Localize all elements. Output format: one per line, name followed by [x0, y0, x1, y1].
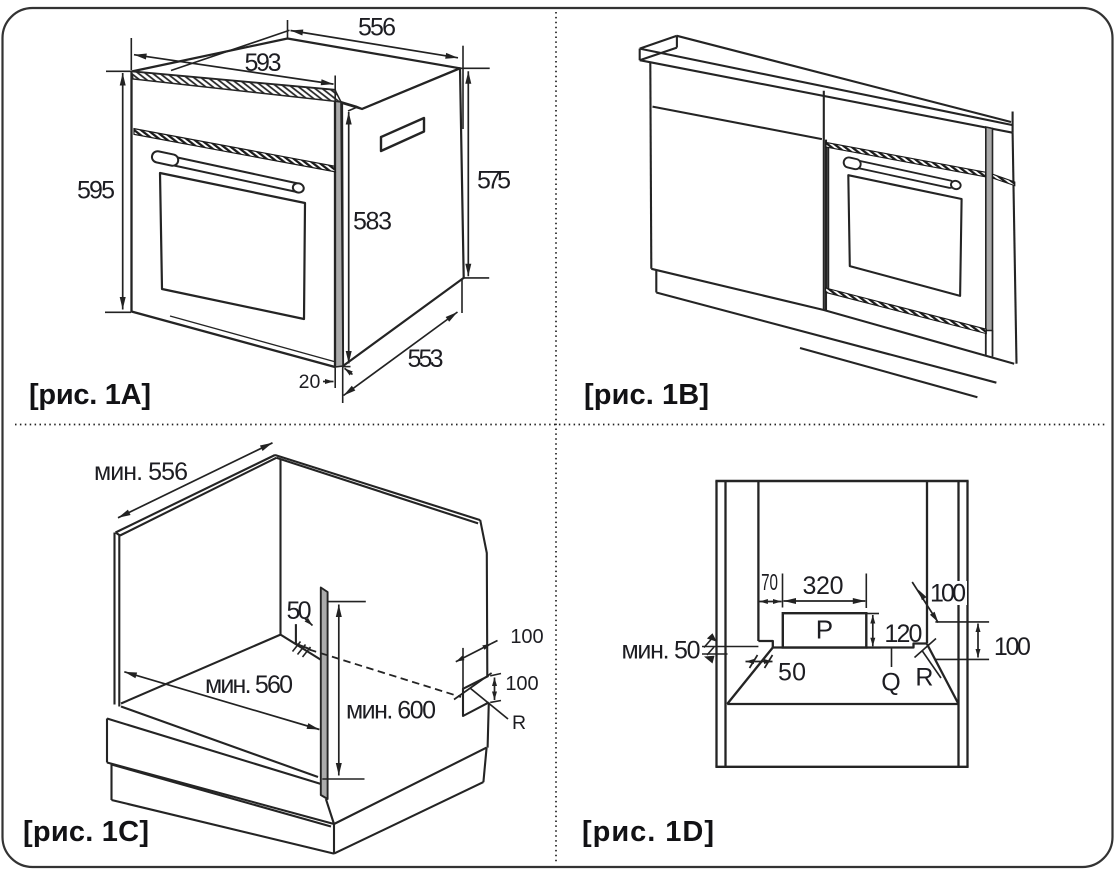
svg-text:50: 50: [287, 597, 312, 625]
svg-text:[рис. 1C]: [рис. 1C]: [23, 816, 149, 848]
svg-text:мин. 556: мин. 556: [94, 458, 188, 486]
svg-text:100: 100: [505, 673, 538, 695]
svg-text:мин. 560: мин. 560: [205, 671, 293, 699]
svg-text:мин. 600: мин. 600: [346, 697, 436, 725]
svg-text:553: 553: [408, 345, 444, 373]
svg-text:[рис. 1D]: [рис. 1D]: [582, 816, 714, 848]
svg-text:мин. 50: мин. 50: [622, 637, 701, 665]
svg-text:P: P: [816, 615, 833, 645]
svg-text:R: R: [512, 712, 526, 734]
svg-text:20: 20: [299, 371, 321, 393]
svg-text:100: 100: [510, 626, 543, 648]
svg-text:Q: Q: [881, 669, 900, 697]
svg-text:[рис. 1A]: [рис. 1A]: [29, 379, 151, 411]
svg-text:583: 583: [353, 208, 392, 236]
svg-text:556: 556: [358, 14, 396, 42]
svg-text:593: 593: [245, 49, 282, 77]
svg-text:70: 70: [761, 570, 778, 596]
svg-text:100: 100: [994, 633, 1031, 661]
svg-text:595: 595: [77, 177, 115, 205]
svg-text:320: 320: [803, 572, 844, 600]
svg-text:R: R: [915, 664, 933, 692]
svg-text:120: 120: [884, 620, 922, 648]
svg-text:575: 575: [477, 167, 511, 195]
svg-text:50: 50: [778, 659, 806, 687]
svg-text:[рис. 1B]: [рис. 1B]: [584, 379, 709, 411]
svg-text:100: 100: [930, 580, 966, 608]
